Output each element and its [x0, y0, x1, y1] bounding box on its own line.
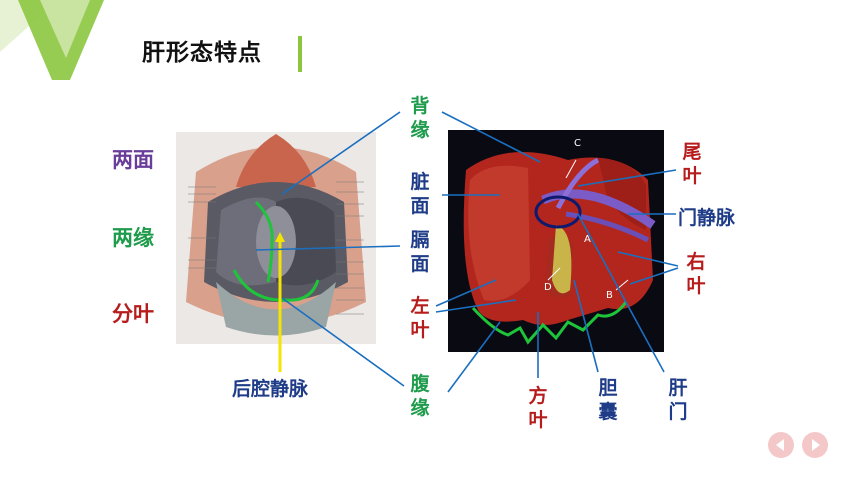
label-back-edge-1: 背 [410, 95, 430, 117]
title-accent-bar [298, 36, 302, 72]
label-gallbladder-1: 胆 [598, 377, 618, 399]
liver-diaphragm-view-photo [176, 132, 376, 344]
label-back-edge-2: 缘 [410, 119, 430, 141]
photo-letter-c: C [574, 138, 581, 149]
label-gallbladder-2: 囊 [598, 401, 618, 423]
label-belly-edge-2: 缘 [410, 397, 430, 419]
next-slide-button[interactable] [802, 432, 828, 458]
label-belly-edge-1: 腹 [410, 373, 430, 395]
liver-visceral-view-photo: C A D B [448, 130, 664, 352]
label-right-lobe-2: 叶 [686, 275, 706, 297]
term-two-faces: 两面 [112, 148, 154, 172]
photo-letter-b: B [606, 290, 613, 301]
prev-slide-button[interactable] [768, 432, 794, 458]
photo-letter-a: A [584, 234, 591, 245]
label-visceral-face-1: 脏 [410, 171, 430, 193]
label-diaphragm-face-2: 面 [410, 253, 430, 275]
triangle-corner-decoration [0, 0, 104, 80]
label-diaphragm-face-1: 膈 [410, 229, 430, 251]
label-caudate-lobe-1: 尾 [682, 141, 702, 163]
label-right-lobe-1: 右 [686, 251, 706, 273]
label-left-lobe-2: 叶 [410, 319, 430, 341]
label-portal-vein: 门静脉 [678, 207, 736, 229]
next-arrow-icon [812, 439, 820, 451]
label-left-lobe-1: 左 [410, 295, 430, 317]
label-porta-2: 门 [668, 401, 688, 423]
photo-letter-d: D [544, 282, 552, 293]
term-two-edges: 两缘 [112, 226, 154, 250]
label-caudate-lobe-2: 叶 [682, 165, 702, 187]
term-lobes: 分叶 [112, 302, 154, 326]
label-visceral-face-2: 面 [410, 195, 430, 217]
label-quadrate-lobe-2: 叶 [528, 409, 548, 431]
slide-title: 肝形态特点 [142, 40, 262, 66]
prev-arrow-icon [776, 439, 784, 451]
label-quadrate-lobe-1: 方 [528, 385, 548, 407]
label-posterior-vena-cava: 后腔静脉 [232, 378, 309, 400]
label-porta-1: 肝 [668, 377, 688, 399]
